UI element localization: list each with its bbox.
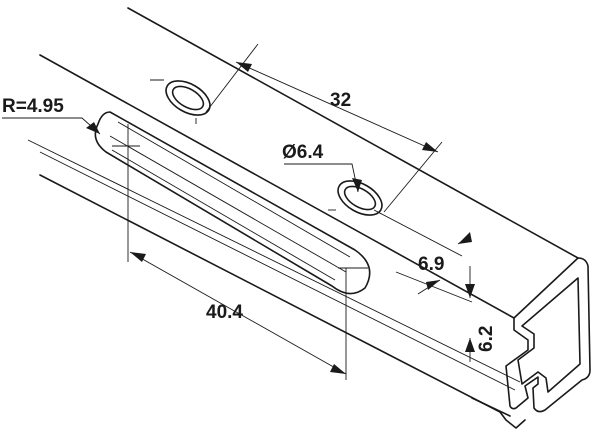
label-radius: R=4.95 [2,96,64,117]
holes [150,79,383,216]
rail-body [27,7,591,429]
rail-flange-edge [471,397,511,417]
slot [94,111,371,295]
rail-side-line-1 [27,139,521,383]
rail-bottom-edge [39,174,501,413]
dim-radius: R=4.95 [2,96,101,135]
rail-end-profile [505,257,591,413]
label-slot-length: 40.4 [206,302,243,323]
rail-inner-profile [517,277,581,393]
slot-inner-line-3 [111,149,336,281]
rail-flange [499,411,526,429]
slot-inner-line-1 [117,121,351,258]
hole-2-inner [343,185,377,211]
label-edge-offset: 6.9 [418,254,444,275]
dim-hole-spacing: 32 [205,43,443,213]
label-hole-spacing: 32 [330,90,351,111]
slot-outline [94,111,371,295]
rail-top-back-edge [127,7,579,259]
dim-slot-length: 40.4 [127,124,347,380]
dim-height: 6.2 [465,266,497,362]
label-height: 6.2 [476,326,497,352]
dim-hole-diameter: Ø6.4 [282,142,362,193]
hole-1-inner [171,85,205,111]
rail-side-line-2 [39,151,516,391]
label-hole-diameter: Ø6.4 [282,142,324,163]
slot-inner-line-2 [109,135,347,273]
hole-1-center-mark [150,79,197,124]
dim-edge-offset: 6.9 [373,209,473,303]
rail-top-front-edge [39,54,515,319]
